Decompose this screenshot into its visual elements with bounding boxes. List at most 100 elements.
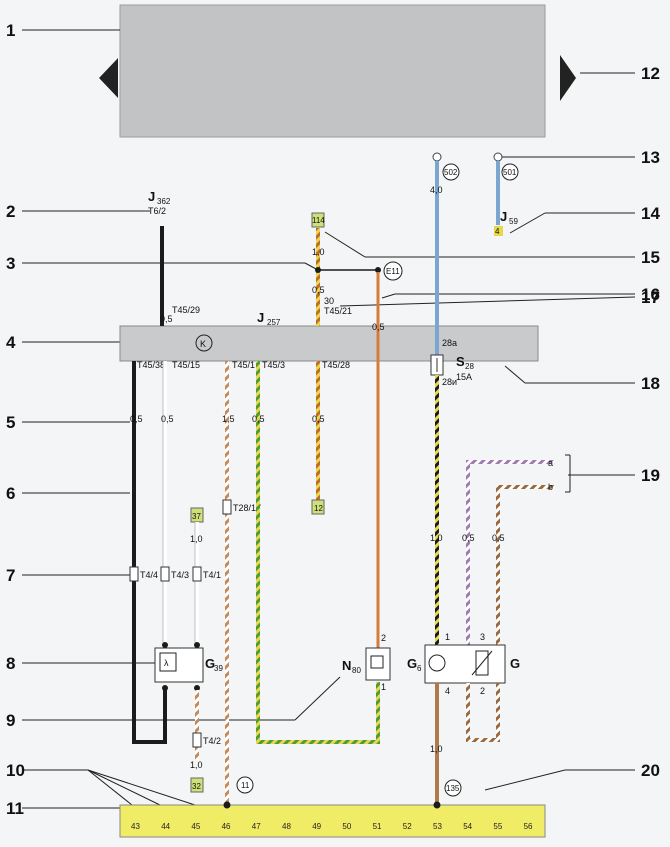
term-501 bbox=[493, 152, 503, 162]
label-10-32: 1,0 bbox=[190, 760, 203, 770]
j59-name: J bbox=[500, 209, 507, 224]
right-arrow-icon bbox=[560, 55, 576, 101]
label-10-g6: 1,0 bbox=[430, 533, 443, 543]
ground-tick-56: 56 bbox=[524, 822, 533, 831]
label-05-a: 0,5 bbox=[462, 533, 475, 543]
label-pin30: 30 bbox=[324, 296, 334, 306]
ground-tick-55: 55 bbox=[493, 822, 502, 831]
left-arrow-icon-fill bbox=[99, 58, 118, 98]
wire-a bbox=[466, 460, 555, 648]
j362-pin: T6/2 bbox=[148, 206, 166, 216]
s28-pin-in: 28a bbox=[442, 338, 457, 348]
node-135 bbox=[444, 779, 462, 797]
valve-symbol bbox=[370, 655, 384, 669]
junction-g39-c bbox=[162, 685, 168, 691]
connector-t4-2 bbox=[192, 732, 202, 748]
ground-tick-54: 54 bbox=[463, 822, 472, 831]
j362-sub: 362 bbox=[157, 197, 171, 206]
label-t4-4: T4/4 bbox=[140, 570, 158, 580]
label-05-114: 0,5 bbox=[312, 285, 325, 295]
connector-t4-3 bbox=[160, 566, 170, 582]
ref-4: 4 bbox=[495, 227, 500, 236]
g6-sub: 6 bbox=[417, 664, 422, 673]
ref-12: 12 bbox=[314, 504, 323, 513]
label-10-114: 1,0 bbox=[312, 247, 325, 257]
callout-right-14: 14 bbox=[641, 204, 660, 223]
node-501 bbox=[501, 163, 519, 181]
junction-dot-e11 bbox=[375, 267, 381, 273]
wire-b bbox=[496, 485, 555, 648]
ecu-symbol-circle bbox=[195, 334, 213, 352]
ground-tick-44: 44 bbox=[161, 822, 170, 831]
ground-tick-46: 46 bbox=[222, 822, 231, 831]
g39-symbol: λ bbox=[164, 658, 169, 668]
ground-junction-53 bbox=[433, 801, 441, 809]
callout-left-11: 11 bbox=[6, 799, 24, 818]
ref-box-12 bbox=[311, 499, 325, 515]
lambda-symbol-box bbox=[159, 652, 177, 672]
pin-3-g: 3 bbox=[480, 632, 485, 642]
fuel-pump-unit bbox=[424, 644, 506, 684]
label-t45-3: T45/3 bbox=[262, 360, 285, 370]
label-t45-28: T45/28 bbox=[322, 360, 350, 370]
pin-4-g6: 4 bbox=[445, 686, 450, 696]
node-502 bbox=[442, 163, 460, 181]
callout-left-5: 5 bbox=[6, 413, 15, 432]
label-05-b: 0,5 bbox=[492, 533, 505, 543]
ground-tick-50: 50 bbox=[342, 822, 351, 831]
header-panel bbox=[119, 4, 546, 138]
callout-left-10: 10 bbox=[6, 761, 25, 780]
callout-left-3: 3 bbox=[6, 254, 15, 273]
connector-t4-4 bbox=[129, 566, 139, 582]
ref-32: 32 bbox=[192, 782, 201, 791]
n502-label: 502 bbox=[444, 168, 458, 177]
callout-left-6: 6 bbox=[6, 484, 15, 503]
callout-right-17: 17 bbox=[641, 288, 660, 307]
s28-sub: 28 bbox=[465, 362, 474, 371]
node-11 bbox=[236, 776, 254, 794]
ground-tick-43: 43 bbox=[131, 822, 140, 831]
ground-tick-52: 52 bbox=[403, 822, 412, 831]
j59-sub: 59 bbox=[509, 217, 518, 226]
label-t45-38: T45/38 bbox=[137, 360, 165, 370]
callout-right-20: 20 bbox=[641, 761, 660, 780]
callout-left-8: 8 bbox=[6, 654, 15, 673]
label-t4-2: T4/2 bbox=[203, 736, 221, 746]
e11-label: E11 bbox=[386, 267, 400, 276]
label-05-t45-28: 0,5 bbox=[312, 414, 325, 424]
callout-left-7: 7 bbox=[6, 566, 15, 585]
label-t28-17: T28/17 bbox=[233, 503, 261, 513]
ref-box-114 bbox=[311, 212, 325, 228]
connector-t4-1 bbox=[192, 566, 202, 582]
label-05-j362: 0,5 bbox=[160, 314, 173, 324]
callout-left-1: 1 bbox=[6, 21, 15, 40]
label-t45-29: T45/29 bbox=[172, 305, 200, 315]
g-name: G bbox=[510, 656, 520, 671]
callout-right-19: 19 bbox=[641, 466, 660, 485]
label-10-ground: 1,0 bbox=[430, 744, 443, 754]
sender-arrow bbox=[471, 650, 493, 676]
callout-leaders bbox=[22, 29, 636, 809]
label-05-t45-3: 0,5 bbox=[252, 414, 265, 424]
ground-tick-53: 53 bbox=[433, 822, 442, 831]
n135-label: 135 bbox=[446, 784, 460, 793]
n11-label: 11 bbox=[241, 781, 250, 790]
ref-37: 37 bbox=[192, 512, 201, 521]
label-a: a bbox=[548, 458, 553, 468]
ecu-j257-sub: 257 bbox=[267, 318, 281, 327]
label-40: 4,0 bbox=[430, 185, 443, 195]
ecu-j257-name: J bbox=[257, 310, 264, 325]
ground-junction-46 bbox=[223, 801, 231, 809]
s28-pin-out: 28и bbox=[442, 377, 457, 387]
label-t45-21: T45/21 bbox=[324, 306, 352, 316]
callout-right-18: 18 bbox=[641, 374, 660, 393]
ground-tick-51: 51 bbox=[373, 822, 382, 831]
pin-2-g: 2 bbox=[480, 686, 485, 696]
label-t4-1: T4/1 bbox=[203, 570, 221, 580]
wire-t45-38 bbox=[132, 361, 167, 744]
ref-box-32 bbox=[190, 777, 204, 793]
label-05-t45-38: 0,5 bbox=[130, 414, 143, 424]
ref-114: 114 bbox=[312, 216, 325, 225]
